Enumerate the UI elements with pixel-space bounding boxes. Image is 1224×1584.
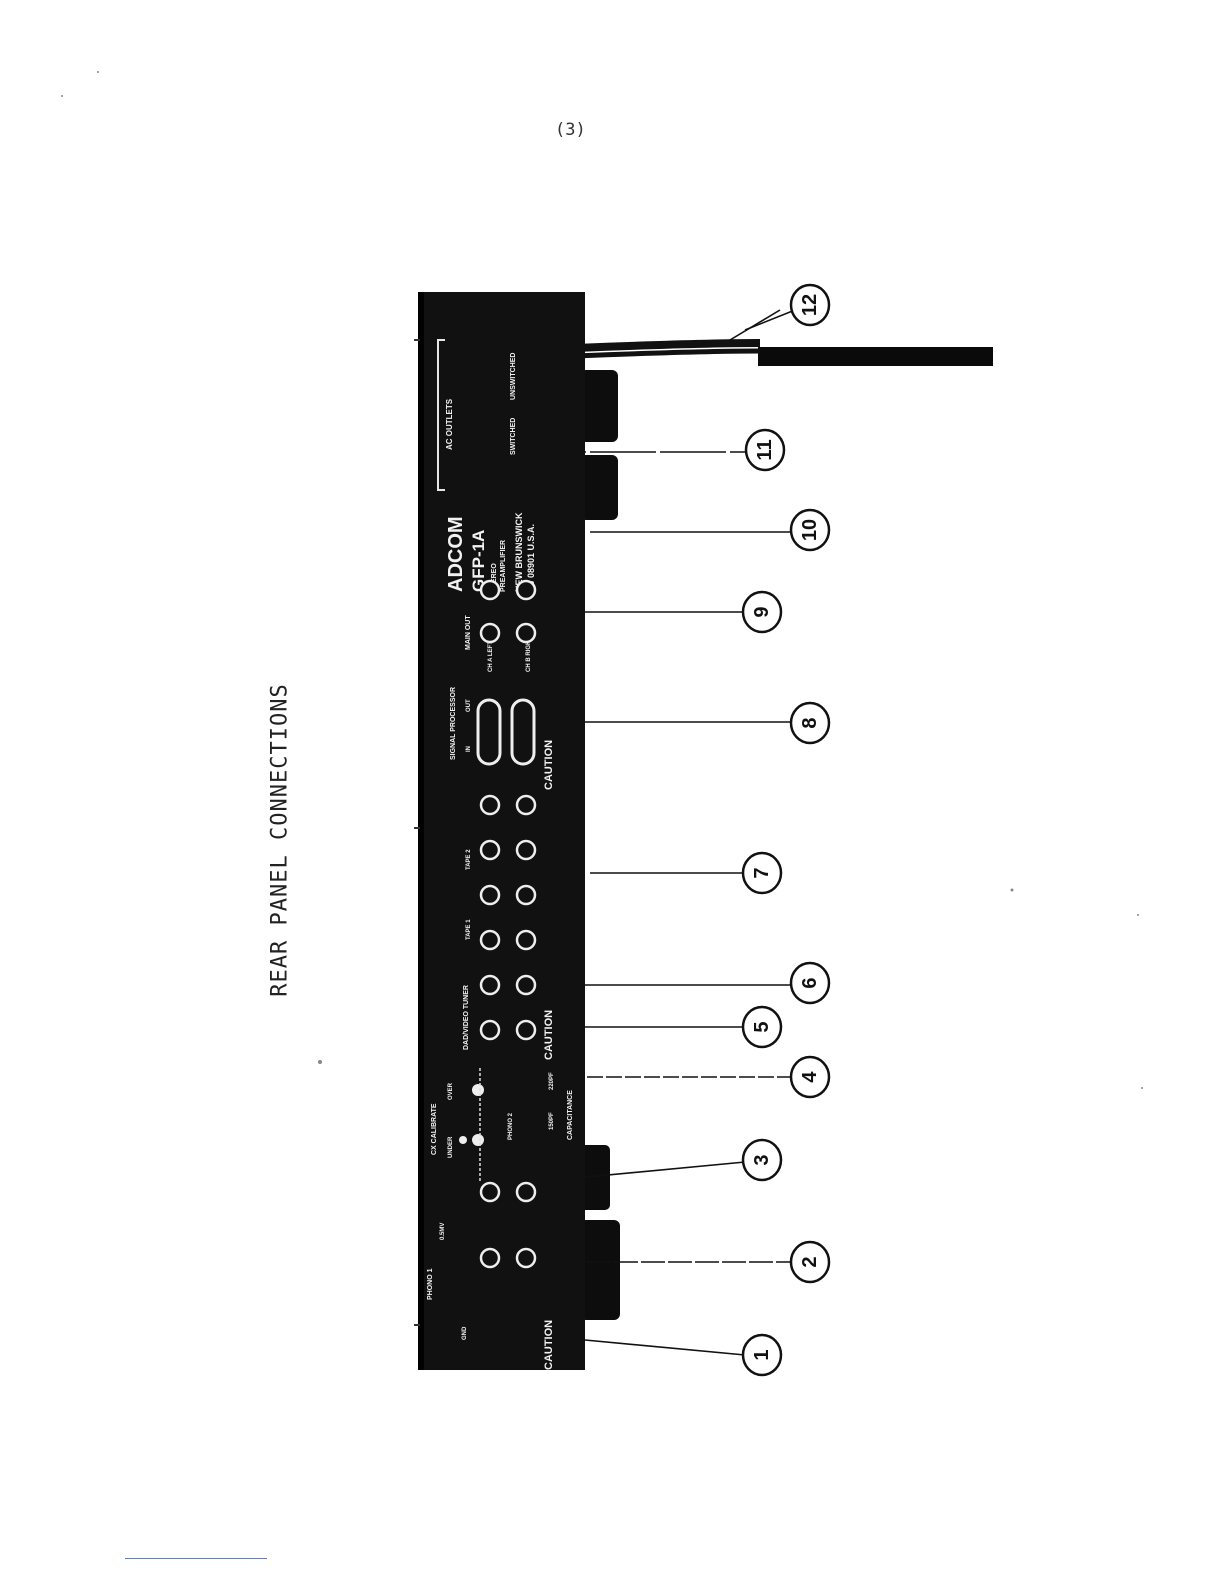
model-label: GFP-1A: [469, 530, 488, 592]
callout-2: 2: [799, 1256, 821, 1267]
power-cord: [574, 339, 993, 366]
footer-rule: [125, 1558, 267, 1559]
tuner-jacks: [479, 974, 537, 1041]
callout-numbers: 1 2 3 4 5 6 7 8 9 10 11 12: [751, 294, 821, 1361]
main-out-label: MAIN OUT: [465, 615, 472, 650]
city-label: NEW BRUNSWICK: [514, 512, 524, 592]
mv05-label: 0.5MV: [440, 1223, 446, 1240]
callout-5: 5: [751, 1021, 773, 1032]
callout-12: 12: [799, 294, 821, 316]
callout-8: 8: [799, 717, 821, 728]
phono2-label: PHONO 2: [508, 1112, 514, 1140]
callout-10: 10: [799, 519, 821, 541]
over-label: OVER: [448, 1082, 454, 1100]
capacitance-label: CAPACITANCE: [567, 1090, 574, 1140]
zip-label: NJ 08901 U.S.A.: [526, 524, 536, 592]
callout-7: 7: [751, 867, 773, 878]
sp-out-label: OUT: [466, 699, 472, 712]
signal-processor-loop: [476, 698, 536, 766]
dad-video-tuner-label: DAD/VIDEO TUNER: [463, 985, 470, 1050]
callout-1: 1: [751, 1349, 773, 1360]
callout-9: 9: [751, 606, 773, 617]
main-out-jacks: [479, 579, 537, 644]
switched-label: SWITCHED: [510, 418, 517, 455]
callout-4: 4: [799, 1071, 821, 1083]
cx-calibrate-leds: [459, 1084, 484, 1146]
stereo-label: STEREO: [491, 563, 498, 592]
page-number: (3): [555, 120, 586, 140]
unswitched-label: UNSWITCHED: [510, 353, 517, 400]
brand-label: ADCOM: [445, 516, 467, 592]
panel-bumps: [580, 370, 620, 1320]
caution-label-1: CAUTION: [543, 1320, 555, 1370]
signal-processor-label: SIGNAL PROCESSOR: [450, 687, 457, 760]
gnd-label: GND: [462, 1326, 468, 1340]
cha-left-label: CH A LEFT: [488, 641, 494, 672]
scan-specks: [61, 71, 1143, 1089]
pf220-label: 220PF: [549, 1072, 555, 1090]
under-label: UNDER: [448, 1136, 454, 1158]
ac-outlets-label: AC OUTLETS: [445, 398, 454, 450]
callout-circles: [741, 283, 831, 1377]
callout-3: 3: [751, 1154, 773, 1165]
callout-6: 6: [799, 977, 821, 988]
tape1-label: TAPE 1: [466, 919, 472, 940]
sp-in-label: IN: [466, 746, 472, 752]
caution-label-3: CAUTION: [543, 740, 555, 790]
cx-calibrate-label: CX CALIBRATE: [431, 1103, 438, 1155]
rear-panel-body: [420, 292, 585, 1370]
chb-right-label: CH B RIGHT: [526, 637, 532, 672]
phono1-label: PHONO 1: [427, 1268, 434, 1300]
tape-jacks: [479, 794, 537, 951]
phono-jacks: [479, 1181, 537, 1269]
ac-outlets-bracket: [437, 339, 445, 491]
callout-11: 11: [754, 439, 776, 460]
preamp-label: PREAMPLIFIER: [500, 540, 507, 592]
pf150-label: 150PF: [549, 1112, 555, 1130]
tape2-label: TAPE 2: [466, 849, 472, 870]
caution-label-2: CAUTION: [543, 1010, 555, 1060]
